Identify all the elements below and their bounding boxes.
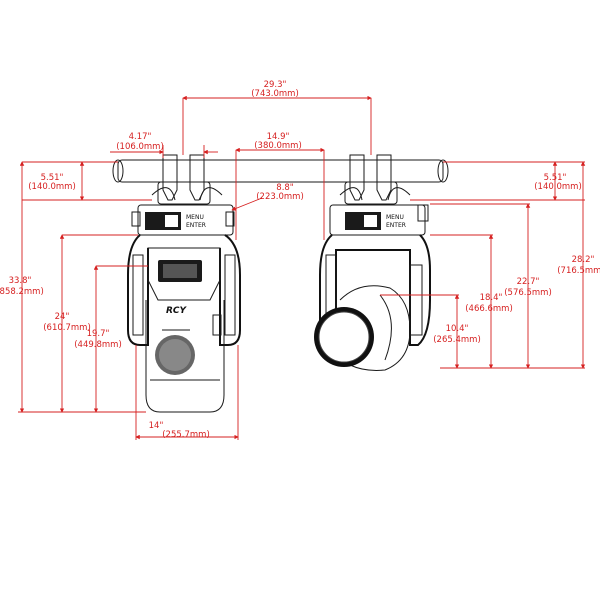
base-offset-mm: (223.0mm) bbox=[256, 192, 304, 202]
left-base-top: MENU ENTER bbox=[131, 204, 235, 236]
right-yoke-height-inch: 18.4" bbox=[480, 293, 503, 303]
dimension-truss-spacing: 29.3" (743.0mm) bbox=[182, 80, 372, 155]
fixture-side-view: MENU ENTER bbox=[314, 154, 431, 371]
right-total-height-mm: (716.5mm) bbox=[557, 266, 600, 276]
left-head: RCY bbox=[145, 247, 225, 413]
right-head bbox=[314, 285, 411, 371]
base-width-mm: (255.7mm) bbox=[162, 430, 210, 440]
left-yoke bbox=[127, 234, 241, 346]
svg-text:ENTER: ENTER bbox=[186, 222, 206, 229]
svg-text:ENTER: ENTER bbox=[386, 222, 406, 229]
right-clamps bbox=[339, 154, 411, 205]
clamp-spacing-mm: (106.0mm) bbox=[116, 142, 164, 152]
fixture-gap-mm: (380.0mm) bbox=[254, 141, 302, 151]
base-offset-inch: 8.8" bbox=[276, 183, 294, 193]
left-body-height-inch: 24" bbox=[55, 312, 70, 322]
fixture-front-view: MENU ENTER RCY bbox=[127, 154, 241, 413]
left-clamp-drop-mm: (140.0mm) bbox=[28, 182, 76, 192]
svg-text:MENU: MENU bbox=[186, 214, 204, 221]
dimension-base-width: 14" (255.7mm) bbox=[135, 345, 239, 440]
left-total-height-mm: (858.2mm) bbox=[0, 287, 44, 297]
fixture-gap-inch: 14.9" bbox=[267, 132, 290, 142]
dimension-left-head-height: 19.7" (449.8mm) bbox=[74, 265, 148, 413]
right-lens-height-inch: 10.4" bbox=[446, 324, 469, 334]
left-head-height-mm: (449.8mm) bbox=[74, 340, 122, 350]
dimension-right-lens-height: 10.4" (265.4mm) bbox=[380, 294, 481, 369]
left-head-height-inch: 19.7" bbox=[87, 329, 110, 339]
dimension-fixture-gap: 14.9" (380.0mm) bbox=[235, 132, 325, 240]
right-yoke-height-mm: (466.6mm) bbox=[465, 304, 513, 314]
dimension-right-total-height: 28.2" (716.5mm) bbox=[440, 161, 600, 369]
dimension-right-body-height: 22.7" (576.5mm) bbox=[430, 203, 552, 369]
right-clamp-drop-mm: (140.0mm) bbox=[534, 182, 582, 192]
right-clamp-drop-inch: 5.51" bbox=[544, 173, 567, 183]
dimension-left-body-height: 24" (610.7mm) bbox=[43, 234, 138, 413]
right-base-top: MENU ENTER bbox=[329, 204, 429, 236]
dimension-base-offset: 8.8" (223.0mm) bbox=[231, 183, 304, 211]
truss-spacing-mm: (743.0mm) bbox=[251, 89, 299, 99]
svg-text:MENU: MENU bbox=[386, 214, 404, 221]
truss-pipe bbox=[112, 159, 449, 183]
right-body-height-inch: 22.7" bbox=[517, 277, 540, 287]
dimension-left-total-height: 33.8" (858.2mm) bbox=[0, 161, 146, 413]
right-lens-height-mm: (265.4mm) bbox=[433, 335, 481, 345]
right-body-height-mm: (576.5mm) bbox=[504, 288, 552, 298]
truss-spacing-inch: 29.3" bbox=[264, 80, 287, 90]
left-body-height-mm: (610.7mm) bbox=[43, 323, 91, 333]
dimension-right-clamp-drop: 5.51" (140.0mm) bbox=[410, 161, 585, 201]
left-total-height-inch: 33.8" bbox=[9, 276, 32, 286]
clamp-spacing-inch: 4.17" bbox=[129, 132, 152, 142]
dimension-clamp-spacing: 4.17" (106.0mm) bbox=[110, 132, 218, 158]
base-width-inch: 14" bbox=[149, 421, 164, 431]
fixture-logo: RCY bbox=[166, 306, 188, 316]
left-clamp-drop-inch: 5.51" bbox=[41, 173, 64, 183]
left-clamps bbox=[151, 154, 223, 205]
dimension-left-clamp-drop: 5.51" (140.0mm) bbox=[22, 161, 152, 201]
dimension-right-yoke-height: 18.4" (466.6mm) bbox=[430, 234, 513, 369]
right-total-height-inch: 28.2" bbox=[572, 255, 595, 265]
